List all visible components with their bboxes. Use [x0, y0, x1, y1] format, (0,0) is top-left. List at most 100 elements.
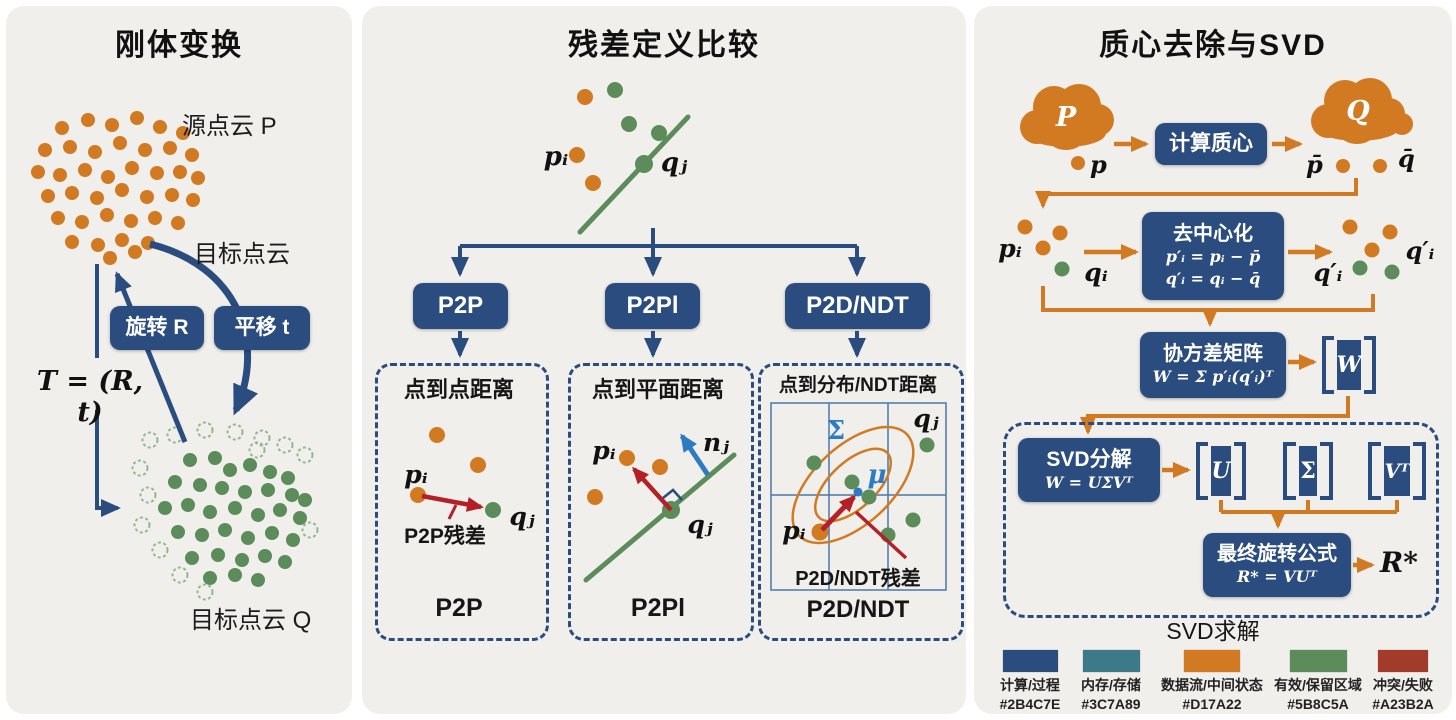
svd-decompose-formula: W = UΣVᵀ: [1045, 472, 1133, 492]
svd-drawing: [1017, 78, 1413, 573]
matrix-sigma: Σ: [1283, 442, 1333, 500]
cluster-left-orange: [1017, 219, 1068, 256]
final-rotation-box: 最终旋转公式 R* = VUᵀ: [1203, 533, 1351, 597]
pi-cluster-label: pᵢ: [998, 234, 1022, 263]
p2d-header: 点到分布/NDT距离: [778, 375, 938, 396]
pbar-label: p̄: [1306, 150, 1323, 179]
panel-title-rigid: 刚体变换: [115, 29, 243, 62]
bracket-left: [1196, 442, 1209, 500]
svd-group-label: SVD求解: [1166, 618, 1260, 644]
legend-label-conflict: 冲突/失败 #A23B2A: [1353, 676, 1453, 714]
cloud-q-shape: [1311, 78, 1413, 144]
top-qj-label: qⱼ: [660, 148, 688, 178]
tree-connector: [460, 228, 857, 248]
p2pl-qj-label: qⱼ: [687, 510, 713, 539]
final-rotation-title: 最终旋转公式: [1217, 543, 1337, 566]
cluster-right-orange: [1342, 219, 1398, 258]
target-cloud-hollow-dots: [131, 421, 319, 601]
top-scatter-line-dot: [635, 155, 653, 173]
p2pl-header: 点到平面距离: [591, 377, 724, 402]
p2pl-normal-label: nⱼ: [702, 428, 729, 457]
p2pl-pi-label: pᵢ: [592, 436, 616, 465]
p-sample-label: p: [1090, 150, 1107, 179]
cluster-left-green: [1054, 261, 1070, 277]
decenter-box-title: 去中心化: [1173, 223, 1253, 246]
legend-label-hex: #D17A22: [1182, 696, 1242, 712]
matrix-vt-symbol: Vᵀ: [1384, 446, 1410, 496]
transform-formula: T = (R, t): [36, 366, 144, 428]
legend-label-text: 数据流/中间状态: [1161, 677, 1263, 693]
top-pi-label: pᵢ: [543, 142, 569, 172]
p2d-sigma-label: Σ: [826, 416, 846, 446]
centroid-box: 计算质心: [1155, 123, 1267, 165]
ndt-grid-outline: [770, 402, 947, 591]
bracket-right: [1320, 442, 1333, 500]
p2pl-residual-arrow: [631, 466, 673, 512]
legend-swatch-valid: [1290, 650, 1347, 672]
decenter-box: 去中心化 p′ᵢ = pᵢ − p̄ q′ᵢ = qᵢ − q̄: [1142, 212, 1284, 300]
panel-title-residual: 残差定义比较: [568, 29, 760, 62]
translation-box-label: 平移 t: [234, 316, 290, 340]
p2d-residual-leader: [854, 510, 908, 560]
panel-rigid-transform: 刚体变换 源点云 P 目标点云 旋转 R 平移 t T = (R, t) 目标点…: [6, 6, 352, 714]
source-cloud-dots: [31, 111, 205, 265]
p2p-qj-label: qⱼ: [509, 502, 535, 531]
matrix-sigma-symbol: Σ: [1299, 446, 1317, 496]
legend-swatch-process: [1003, 650, 1058, 672]
p2p-header: 点到点距离: [403, 377, 514, 402]
bracket-left: [1368, 442, 1381, 500]
centroid-box-label: 计算质心: [1169, 132, 1253, 156]
decenter-formula-1: p′ᵢ = pᵢ − p̄: [1165, 247, 1261, 267]
p2d-residual-label: P2D/NDT残差: [795, 568, 921, 590]
panel-centroid-svd: 质心去除与SVD P Q p 计算质心 p̄ q̄ pᵢ qᵢ 去中心化 p′ᵢ…: [974, 6, 1452, 714]
panel-residual-comparison: 残差定义比较 pᵢ qⱼ P2P P2Pl P2D/NDT 点到点距离 点到平面…: [362, 6, 966, 714]
qprime-left-label: q′ᵢ: [1313, 258, 1343, 287]
p2pl-detail-box: [568, 363, 754, 641]
p2pl-plane-line: [583, 452, 737, 583]
decenter-formula-2: q′ᵢ = qᵢ − q̄: [1165, 269, 1261, 288]
covariance-box: 协方差矩阵 W = Σ p′ᵢ(q′ᵢ)ᵀ: [1140, 332, 1286, 398]
node-p2d: P2D/NDT: [785, 283, 930, 329]
legend-label-hex: #5B8C5A: [1287, 696, 1349, 712]
qbar-label: q̄: [1398, 144, 1415, 173]
final-rotation-formula: R* = VUᵀ: [1236, 567, 1318, 587]
legend-swatch-flow: [1184, 650, 1240, 672]
node-p2d-label: P2D/NDT: [806, 291, 909, 319]
p2pl-normal-arrow: [679, 433, 711, 477]
bracket-left: [1283, 442, 1296, 500]
qprime-right-label: q′ᵢ: [1405, 236, 1435, 265]
translation-box: 平移 t: [214, 306, 310, 350]
legend-label-hex: #A23B2A: [1372, 696, 1434, 712]
matrix-w-symbol: W: [1336, 340, 1362, 390]
rotation-arrow: [114, 271, 188, 443]
p2d-detail-box: [758, 363, 964, 641]
target-cloud-dots: [158, 451, 312, 587]
p2d-caption: P2D/NDT: [806, 596, 910, 623]
node-p2pl: P2Pl: [605, 283, 700, 329]
top-scatter-green: [607, 82, 667, 141]
cloud-q-label: Q: [1346, 96, 1370, 127]
matrix-vt: Vᵀ: [1368, 442, 1426, 500]
p2d-qj-label: qⱼ: [913, 404, 939, 433]
matrix-u: U: [1196, 442, 1246, 500]
rigid-transform-drawing: [31, 111, 319, 601]
svd-group-box: [1003, 422, 1439, 618]
node-p2pl-label: P2Pl: [626, 291, 679, 319]
rotation-box: 旋转 R: [110, 306, 204, 350]
node-p2p: P2P: [413, 283, 508, 329]
svd-decompose-box: SVD分解 W = UΣVᵀ: [1018, 438, 1160, 502]
p-sample-dot: [1071, 156, 1085, 170]
connector-row1-to-row2: [1035, 178, 1358, 209]
bracket-right: [1364, 336, 1376, 394]
legend-label-text: 冲突/失败: [1373, 677, 1433, 693]
covariance-box-title: 协方差矩阵: [1163, 343, 1263, 366]
bracket-right: [1413, 442, 1426, 500]
ndt-ellipse-outer: [791, 425, 915, 545]
p2p-residual-leader: [447, 504, 458, 520]
source-cloud-label: 源点云 P: [182, 113, 277, 140]
p2p-detail-box: [375, 363, 549, 641]
p2p-residual-label: P2P残差: [404, 525, 486, 548]
legend-label-valid: 有效/保留区域 #5B8C5A: [1258, 676, 1378, 714]
cluster-right-green: [1352, 260, 1400, 280]
